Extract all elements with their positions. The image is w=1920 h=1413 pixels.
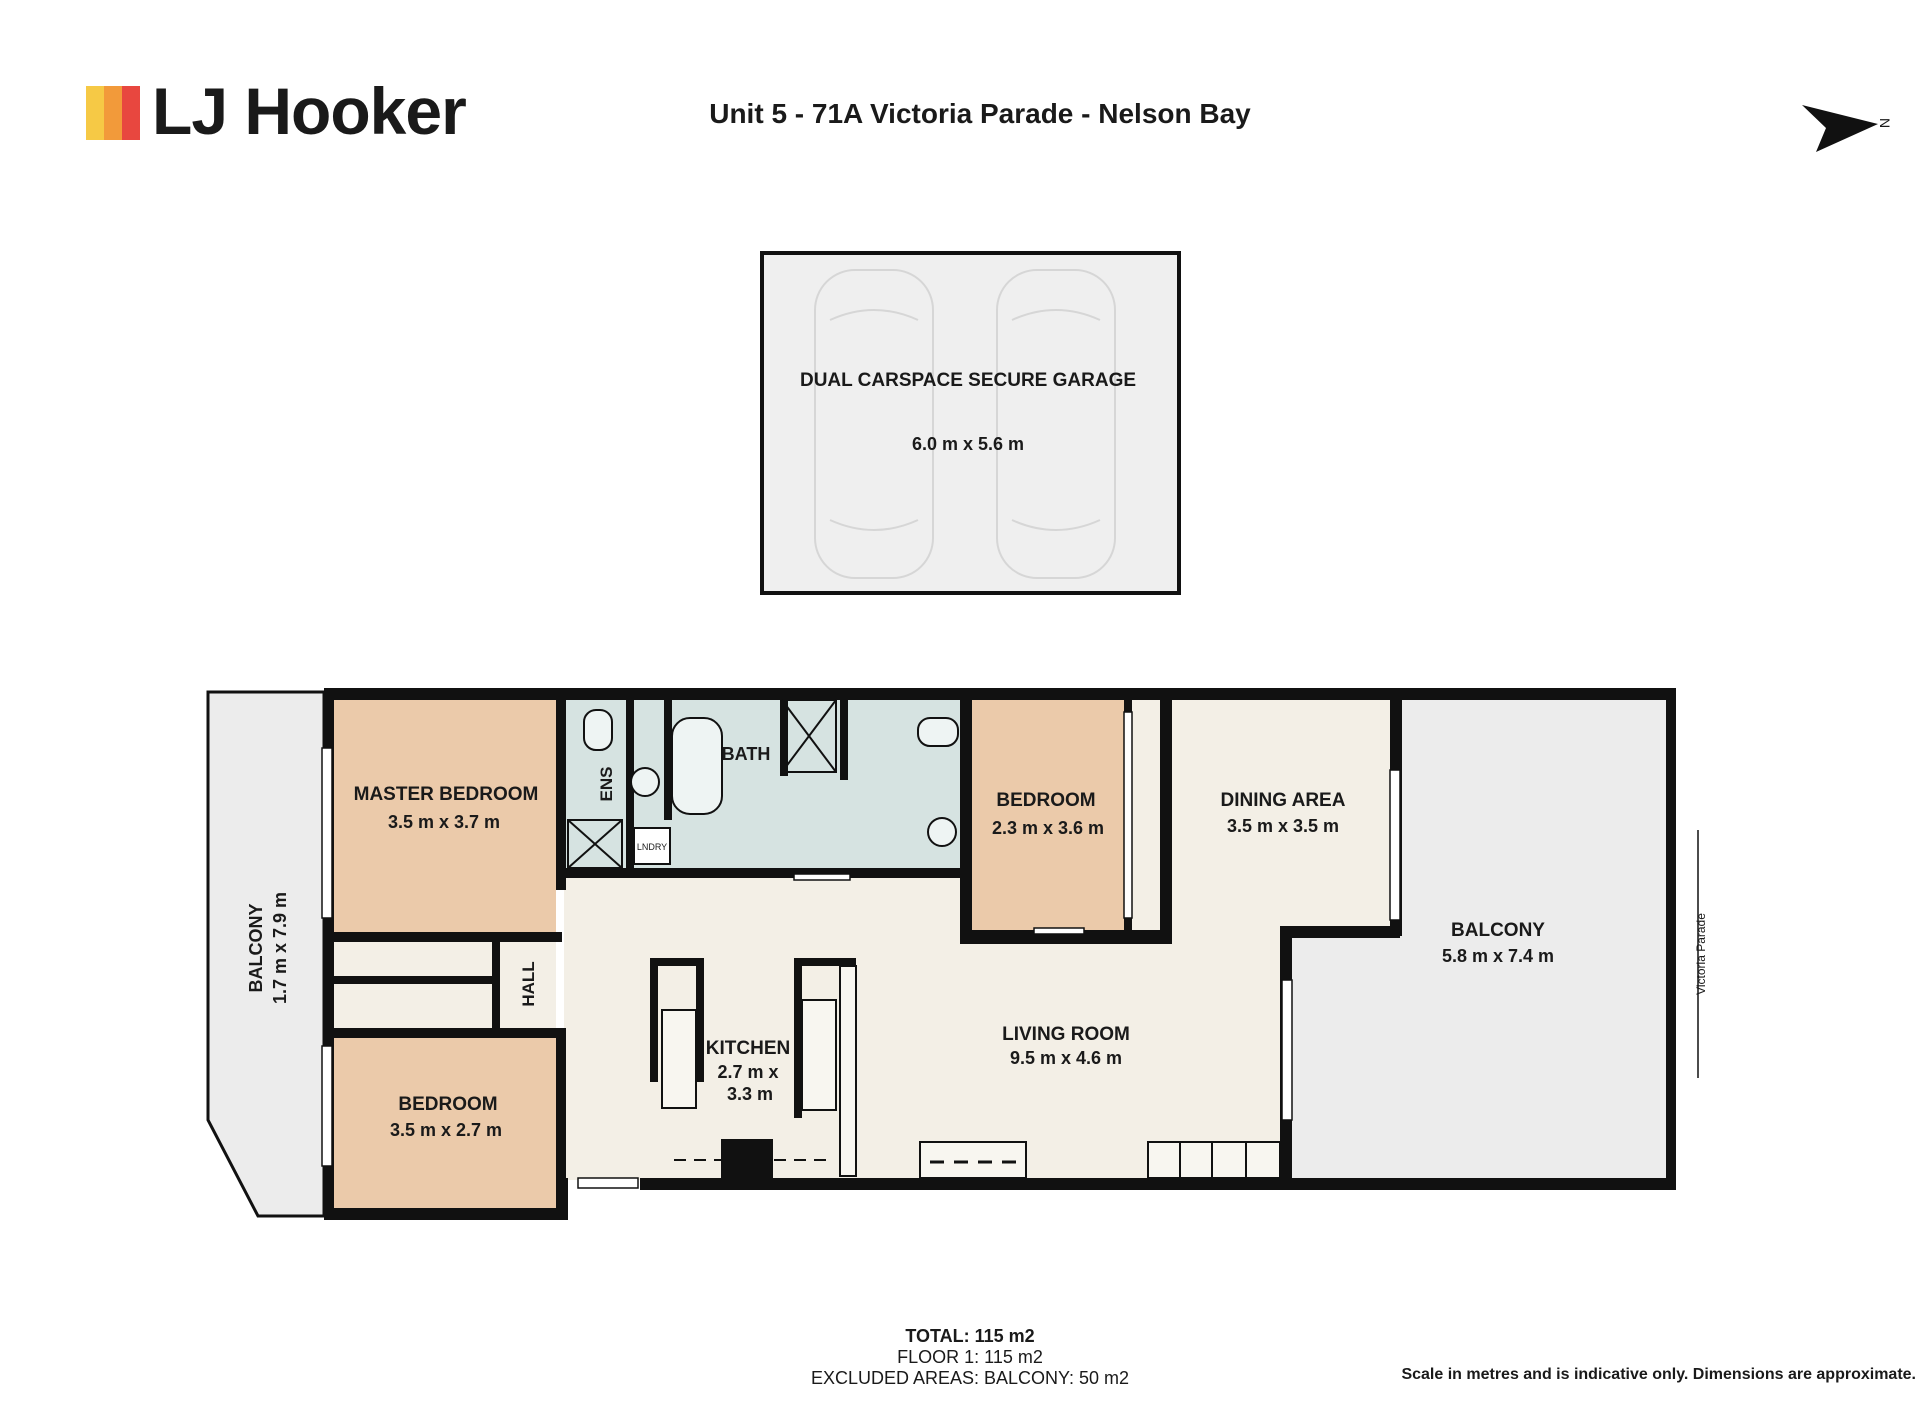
bathroom-fixtures xyxy=(567,699,959,869)
logo-stripe-red xyxy=(122,86,140,140)
brand-name: LJ Hooker xyxy=(152,74,467,148)
garage: DUAL CARSPACE SECURE GARAGE 6.0 m x 5.6 … xyxy=(760,251,1181,595)
street-marker: Victoria Parade xyxy=(1694,830,1708,1078)
laundry-label: LNDRY xyxy=(637,842,667,852)
car-outline-icon xyxy=(814,269,1116,579)
bedroom-left xyxy=(332,1036,556,1210)
kitchen-fixtures xyxy=(661,965,1281,1179)
bath-label: BATH xyxy=(722,744,771,764)
total-area: TOTAL: 115 m2 xyxy=(905,1326,1035,1346)
master-bedroom xyxy=(332,700,556,934)
ens-label: ENS xyxy=(597,767,616,802)
wet-area xyxy=(564,700,964,876)
dining-size: 3.5 m x 3.5 m xyxy=(1227,816,1339,836)
hall-label: HALL xyxy=(519,961,538,1006)
area-summary: TOTAL: 115 m2 FLOOR 1: 115 m2 EXCLUDED A… xyxy=(620,1326,1320,1389)
bedroom-center xyxy=(972,700,1124,930)
north-arrow-icon: N xyxy=(1802,105,1893,152)
bedroom-left-label: BEDROOM xyxy=(398,1094,497,1115)
street-label: Victoria Parade xyxy=(1694,913,1708,995)
balcony-left-label: BALCONY xyxy=(246,904,266,993)
dining-label: DINING AREA xyxy=(1221,790,1346,811)
disclaimer: Scale in metres and is indicative only. … xyxy=(1401,1366,1916,1383)
balcony-left: BALCONY 1.7 m x 7.9 m xyxy=(206,690,326,1218)
north-label: N xyxy=(1877,118,1893,128)
logo-stripe-yellow xyxy=(86,86,104,140)
excluded-area: EXCLUDED AREAS: BALCONY: 50 m2 xyxy=(810,1368,1130,1388)
bedroom-center-size: 2.3 m x 3.6 m xyxy=(992,818,1104,838)
page-title: Unit 5 - 71A Victoria Parade - Nelson Ba… xyxy=(709,98,1251,129)
living-size: 9.5 m x 4.6 m xyxy=(1010,1048,1122,1068)
kitchen-label: KITCHEN xyxy=(706,1038,790,1059)
garage-size: 6.0 m x 5.6 m xyxy=(912,434,1024,454)
logo-stripe-orange xyxy=(104,86,122,140)
hall-closets xyxy=(332,940,556,1032)
master-bedroom-size: 3.5 m x 3.7 m xyxy=(388,812,500,832)
floor1-area: FLOOR 1: 115 m2 xyxy=(897,1347,1043,1367)
kitchen-size-line1: 2.7 m x xyxy=(717,1062,778,1082)
master-bedroom-label: MASTER BEDROOM xyxy=(354,784,539,805)
living-label: LIVING ROOM xyxy=(1002,1024,1130,1045)
bedroom-center-label: BEDROOM xyxy=(996,790,1095,811)
kitchen-size-line2: 3.3 m xyxy=(727,1084,773,1104)
balcony-left-size: 1.7 m x 7.9 m xyxy=(270,892,290,1004)
garage-label: DUAL CARSPACE SECURE GARAGE xyxy=(800,370,1136,391)
balcony-right-label: BALCONY xyxy=(1451,920,1545,941)
bedroom-left-size: 3.5 m x 2.7 m xyxy=(390,1120,502,1140)
balcony-right-size: 5.8 m x 7.4 m xyxy=(1442,946,1554,966)
logo xyxy=(86,86,140,140)
windows xyxy=(321,711,1401,1189)
